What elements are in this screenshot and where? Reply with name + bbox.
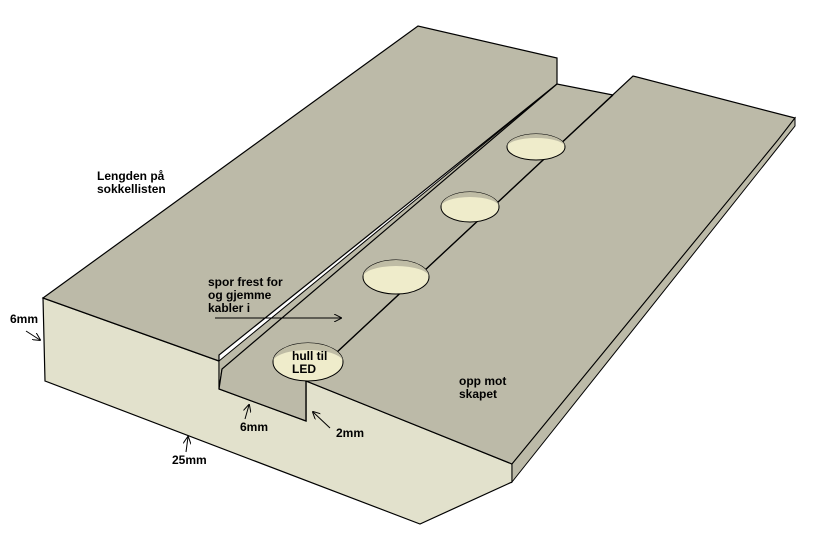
against-label-line-2: skapet [459, 387, 498, 401]
dim-offset-label: 2mm [336, 426, 365, 440]
groove-label: spor frest for og gjemme kabler i [208, 276, 283, 315]
length-label: Lengden på sokkellisten [97, 170, 166, 196]
dim-side-height-label: 6mm [10, 312, 39, 326]
groove-label-line-3: kabler i [208, 301, 251, 315]
led-hole-1 [506, 133, 566, 161]
dim-width-arrow [186, 437, 188, 453]
against-cabinet-label: opp mot skapet [459, 375, 506, 401]
dim-groove-arrow [245, 405, 249, 420]
hole-label: hull til LED [292, 350, 327, 376]
dim-groove-depth-label: 6mm [240, 420, 269, 434]
led-hole-2 [440, 191, 500, 223]
hole-label-line-1: hull til [292, 349, 328, 363]
dim-side-arrow [25, 330, 40, 340]
dim-width-label: 25mm [172, 453, 207, 467]
against-label-line-1: opp mot [459, 374, 507, 388]
length-label-line-1: Lengden på [97, 169, 165, 183]
led-hole-3 [362, 259, 430, 295]
dim-offset-arrow [313, 412, 331, 429]
led-hole-4 [272, 342, 344, 382]
groove-label-line-1: spor frest for [208, 275, 283, 289]
length-label-line-2: sokkellisten [97, 182, 166, 196]
right-edge [511, 116, 796, 484]
groove-label-line-2: og gjemme [208, 288, 272, 302]
hole-label-line-2: LED [292, 362, 316, 376]
